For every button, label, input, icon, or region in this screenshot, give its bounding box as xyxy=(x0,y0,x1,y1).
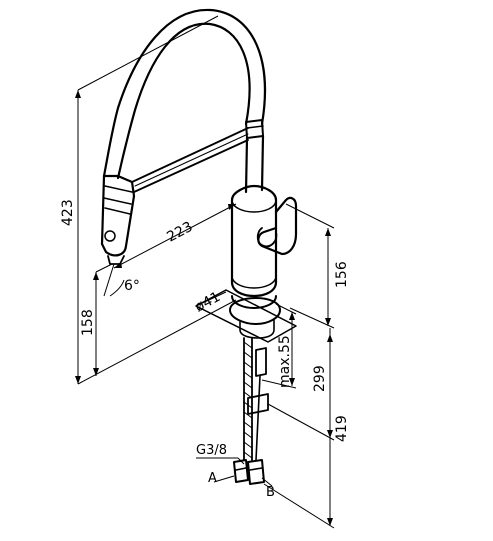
connection-nuts xyxy=(235,467,263,471)
deck-plate xyxy=(195,289,297,343)
collar-line xyxy=(246,125,264,129)
dimension-lines xyxy=(77,15,335,529)
spout-arc-inner xyxy=(102,8,267,178)
fixing-nut xyxy=(247,393,269,415)
sprayhead xyxy=(100,174,136,257)
note-connection-thread: G3/8 xyxy=(196,443,227,458)
dim-body-height: 156 xyxy=(334,261,350,288)
connection-b xyxy=(247,459,265,485)
connection-a xyxy=(233,459,249,483)
upper-tube xyxy=(244,134,265,194)
note-hose-b: B xyxy=(266,485,275,500)
sprayhead-button xyxy=(104,230,116,242)
sprayhead-tip xyxy=(107,255,125,265)
sprayhead-band-1 xyxy=(104,185,133,193)
base-plate-bottom xyxy=(239,319,275,339)
main-body-top xyxy=(231,199,277,213)
dim-swivel-angle: 6° xyxy=(124,278,140,294)
holder-bar xyxy=(131,127,249,193)
hose-a xyxy=(255,375,261,461)
dim-below-deck: 419 xyxy=(334,415,350,442)
spout-collar xyxy=(245,119,264,139)
sprayhead-band-3 xyxy=(104,207,131,215)
dim-spout-height: 158 xyxy=(80,309,96,336)
base-plate xyxy=(229,297,281,325)
shank-hatching xyxy=(243,341,253,459)
hose-a-fitting xyxy=(255,347,267,377)
dimension-arrows xyxy=(75,90,333,526)
note-labels: G3/8 A B xyxy=(196,443,275,500)
faucet-outline xyxy=(100,8,298,485)
main-body-lower-ring xyxy=(231,275,277,289)
note-hose-a: A xyxy=(208,471,217,486)
dim-shank-length: 299 xyxy=(312,365,328,392)
dimension-labels: 423 158 223 6° ø41 156 max.55 299 419 xyxy=(60,199,350,442)
lever-handle xyxy=(257,196,298,256)
main-body xyxy=(230,184,278,298)
dim-max-deck: max.55 xyxy=(277,335,293,388)
sprayhead-band-2 xyxy=(103,197,132,205)
holder-bar-detail xyxy=(134,133,249,187)
spout-arc-outer xyxy=(116,22,251,180)
dim-spout-reach: 223 xyxy=(164,219,195,246)
lever-cartridge xyxy=(256,227,278,248)
dim-overall-height: 423 xyxy=(60,199,76,226)
